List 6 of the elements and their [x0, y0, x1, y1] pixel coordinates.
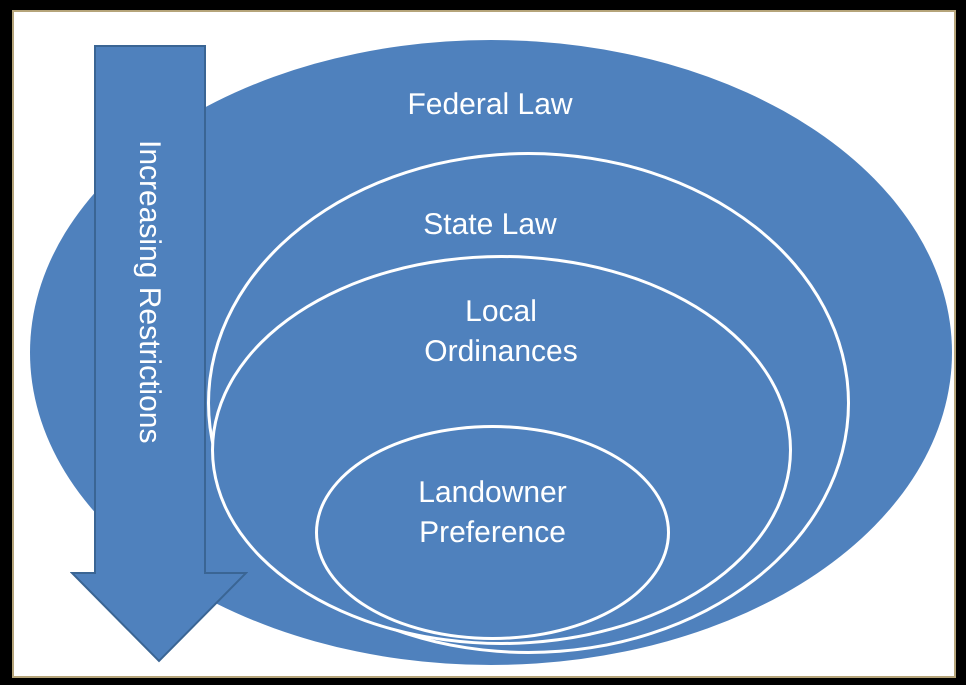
region-label: Federal Law — [406, 87, 574, 123]
region-label: Local Ordinances — [423, 294, 579, 370]
region-label: Landowner Preference — [417, 475, 568, 551]
arrow-label: Increasing Restrictions — [132, 140, 166, 444]
region-label: State Law — [422, 207, 558, 243]
down-arrow — [70, 45, 248, 663]
